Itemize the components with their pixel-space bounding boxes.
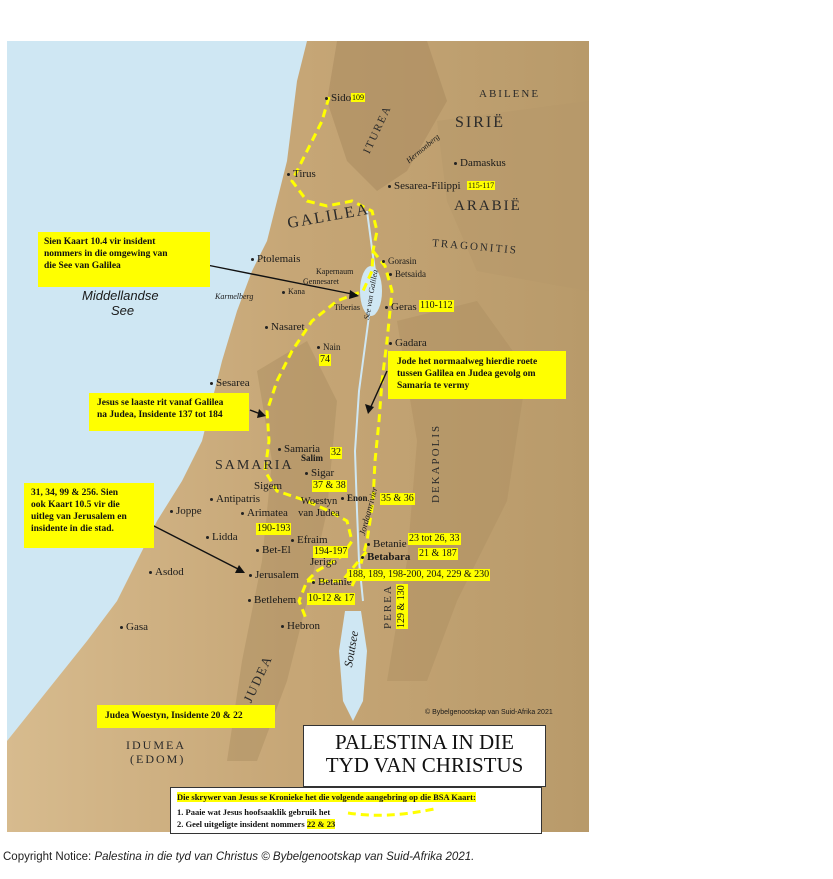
region-dekapolis: DEKAPOLIS [430,423,442,503]
place-nain: Nain [317,343,341,352]
place-joppe: Joppe [170,506,202,517]
place-antipatris: Antipatris [210,494,260,505]
note-judean-desert: Judea Woestyn, Insidente 20 & 22 [97,705,275,728]
place-enon: Enon [341,494,368,503]
legend-route-swatch [347,807,435,817]
map-title: PALESTINA IN DIE TYD VAN CHRISTUS [303,725,546,787]
map-title-line2: TYD VAN CHRISTUS [325,753,524,778]
legend-heading: Die skrywer van Jesus se Kronieke het di… [177,792,476,802]
incident-sidon: 109 [351,93,365,103]
incident-salim: 32 [330,447,342,459]
legend-item-incidents: 2. Geel uitgeligte insident nommers 22 &… [177,819,336,829]
place-asdod: Asdod [149,567,184,578]
map-title-line1: PALESTINA IN DIE [335,730,514,754]
sea-of-galilee [360,266,382,316]
place-damaskus: Damaskus [454,158,506,169]
place-salim: Salim [301,453,324,463]
place-hebron: Hebron [281,621,320,632]
copyright-text: Palestina in die tyd van Christus © Bybe… [94,851,475,863]
dead-sea [339,611,367,721]
land-mass [7,41,589,832]
place-betabara: Betabara [361,552,410,563]
incident-sigar: 37 & 38 [312,480,347,492]
region-arabie: ARABIË [454,198,522,214]
place-betanie-perea: Betanie [367,539,407,550]
region-idumea: IDUMEA [126,738,186,752]
region-perea: PEREA [382,584,394,629]
region-edom: (EDOM) [130,752,186,766]
incident-geras: 110-112 [419,300,454,312]
region-sirie: SIRIË [455,114,505,131]
place-betanie: Betanie [312,577,352,588]
legend-incident-example: 22 & 23 [306,819,336,829]
place-jerigo: Jerigo [310,556,337,568]
place-kana: Kana [282,288,305,296]
place-lidda: Lidda [206,532,238,543]
incident-sesarea-filippi: 115-117 [467,181,496,191]
incident-perea: 129 & 130 [396,584,408,629]
label-mediterranean-see: See [111,303,135,318]
place-gadara: Gadara [389,338,427,349]
incident-nain: 74 [319,354,331,366]
place-samaria: Samaria [278,444,320,455]
place-betlehem: Betlehem [248,595,296,606]
place-ptolemais: Ptolemais [251,254,300,265]
place-bet-el: Bet-El [256,545,291,556]
legend: Die skrywer van Jesus se Kronieke het di… [170,787,542,834]
place-sesarea-filippi: Sesarea-Filippi [388,181,461,192]
arrow-galilee [206,264,358,296]
label-carmel: Karmelberg [215,292,254,301]
place-tiberias: Tiberias [334,303,360,312]
incident-jerusalem: 188, 189, 198-200, 204, 229 & 230 [347,569,491,581]
place-nasaret: Nasaret [265,322,305,333]
place-sesarea: Sesarea [210,378,250,389]
incident-enon: 35 & 36 [380,493,415,505]
arrow-jerusalem [151,524,243,572]
place-jerusalem: Jerusalem [249,570,299,581]
region-samaria: SAMARIA [215,458,294,473]
place-betsaida: Betsaida [389,270,426,279]
jesus-route [263,96,394,622]
place-geras: Geras [385,302,417,313]
legend-item-routes: 1. Paaie wat Jesus hoofsaaklik gebruik h… [177,807,331,817]
incident-betanie-perea: 23 tot 26, 33 [408,533,461,545]
incident-betlehem: 10-12 & 17 [307,593,356,605]
place-kapernaum: Kapernaum [316,267,354,276]
place-sigem: Sigem [254,480,283,492]
label-judean-desert: Woestyn van Judea [298,496,340,519]
label-mediterranean: Middellandse [82,288,159,303]
place-efraim: Efraim [291,535,328,546]
copyright-prefix: Copyright Notice: [3,851,92,863]
place-gennesaret: Gennesaret [303,277,339,286]
copyright-notice: Copyright Notice: Palestina in die tyd v… [3,851,474,863]
arrow-jews-route [368,370,388,412]
publisher-credit: © Bybelgenootskap van Suid-Afrika 2021 [425,709,553,716]
place-sidon: Sidon [325,93,357,104]
incident-arimatea: 190-193 [256,523,292,535]
place-tirus: Tirus [287,169,316,180]
region-abilene: ABILENE [479,88,541,100]
place-sigar: Sigar [305,468,334,479]
place-gorasin: Gorasin [382,257,417,266]
place-gasa: Gasa [120,622,148,633]
map: ABILENE SIRIË ITUREA GALILEA ARABIË TRAG… [7,41,589,832]
incident-efraim: 194-197 [313,546,349,558]
place-arimatea: Arimatea [241,508,288,519]
incident-betabara: 21 & 187 [418,548,458,560]
